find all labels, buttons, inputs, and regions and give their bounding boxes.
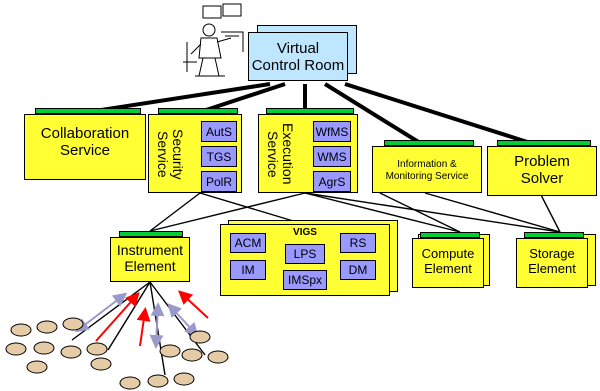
compute-line-1: Compute: [421, 246, 475, 261]
execution-top-bar: [266, 108, 354, 114]
dm-component: DM: [340, 260, 376, 280]
rs-component: RS: [340, 233, 376, 253]
tgs-component: TGS: [201, 146, 237, 167]
vigs-title: VIGS: [293, 227, 317, 238]
polr-component: PolR: [201, 171, 237, 192]
wms-component: WMS: [313, 146, 351, 167]
storage-element-box: Storage Element: [516, 238, 588, 288]
storage-line-2: Element: [528, 260, 576, 276]
sensor-cluster-icon: [5, 317, 229, 390]
instrument-element-box: Instrument Element: [110, 237, 190, 282]
info-monitoring-top-bar: [384, 140, 474, 146]
collaboration-service-box: Collaboration Service: [24, 114, 146, 180]
instrument-line-2: Element: [124, 258, 176, 275]
execution-line-2: Service: [265, 130, 281, 178]
control-room-line-2: Control Room: [251, 57, 345, 75]
problem-solver-box: Problem Solver: [487, 146, 597, 196]
collaboration-line-1: Collaboration: [40, 125, 130, 142]
problem-solver-top-bar: [497, 140, 591, 146]
security-line-2: Service: [155, 130, 171, 178]
info-monitoring-line-2: Monitoring Service: [385, 170, 469, 182]
acm-component: ACM: [230, 233, 266, 253]
compute-top-bar: [420, 232, 480, 238]
info-monitoring-line-1: Information &: [397, 159, 457, 170]
execution-line-1: Execution: [280, 123, 296, 185]
problem-solver-line-1: Problem: [514, 153, 570, 170]
compute-element-box: Compute Element: [412, 238, 484, 288]
control-room-line-1: Virtual: [276, 40, 320, 57]
instrument-line-1: Instrument: [116, 242, 184, 258]
storage-top-bar: [524, 232, 584, 238]
collaboration-top-bar: [35, 108, 141, 114]
auts-component: AutS: [201, 121, 237, 142]
security-service-label: Security Service: [151, 121, 186, 187]
collaboration-line-2: Service: [59, 142, 111, 160]
storage-line-1: Storage: [529, 246, 575, 261]
compute-line-2: Element: [424, 260, 472, 276]
security-top-bar: [158, 108, 238, 114]
instrument-top-bar: [119, 231, 183, 237]
information-monitoring-service-box: Information & Monitoring Service: [372, 146, 482, 193]
problem-solver-line-2: Solver: [520, 170, 564, 188]
execution-service-label: Execution Service: [261, 121, 296, 187]
im-component: IM: [230, 260, 266, 280]
lps-component: LPS: [285, 244, 325, 264]
operator-at-console-icon: [183, 3, 244, 77]
imspx-component: IMSpx: [283, 270, 327, 290]
security-line-1: Security: [170, 128, 186, 180]
virtual-control-room-box: Virtual Control Room: [248, 32, 348, 81]
agrs-component: AgrS: [313, 171, 351, 192]
wfms-component: WfMS: [313, 121, 351, 142]
